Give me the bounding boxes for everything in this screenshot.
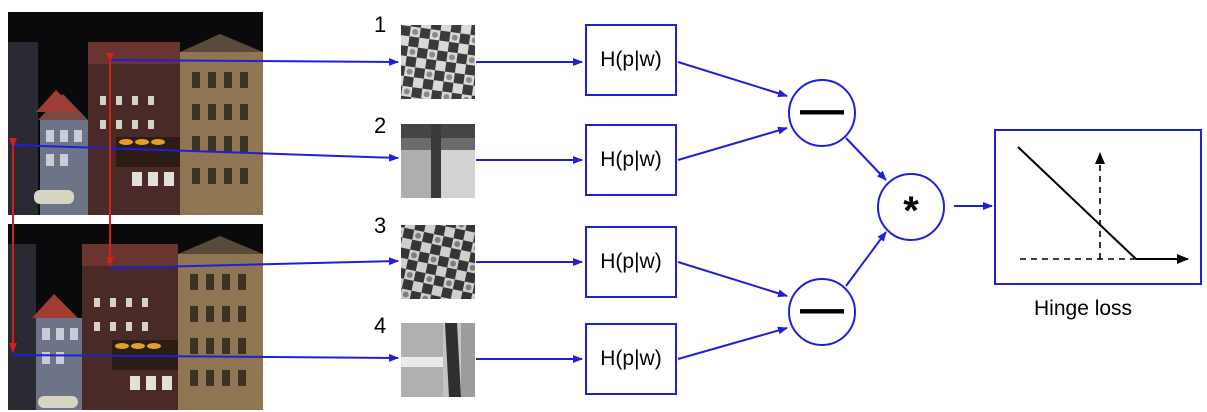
top-stereo-image: [8, 12, 263, 215]
arrow-image-to-patch-4: [11, 353, 399, 362]
difference-symbol: —: [800, 85, 844, 134]
network-box-1: H(p|w): [585, 24, 677, 96]
arrow-net-2-to-diff: [677, 126, 788, 161]
difference-node-bottom: —: [788, 278, 856, 346]
arrow-diff-top-to-product: [845, 137, 887, 181]
arrow-image-to-patch-3: [109, 257, 399, 269]
hinge-loss-graph: [1017, 146, 1189, 264]
network-box-4: H(p|w): [585, 323, 677, 395]
arrow-image-to-patch-2: [11, 144, 399, 162]
arrow-net-3-to-diff: [677, 261, 788, 298]
patch-label-2: 2: [374, 113, 387, 138]
product-node: *: [877, 173, 945, 241]
difference-node-top: —: [788, 79, 856, 147]
bottom-stereo-image: [8, 224, 263, 410]
hinge-loss-slope: [1017, 146, 1137, 260]
hinge-loss-plot: [994, 129, 1202, 285]
network-box-3: H(p|w): [585, 226, 677, 298]
difference-symbol: —: [800, 284, 844, 333]
arrow-net-1-to-diff: [677, 61, 788, 98]
arrow-diff-bottom-to-product: [845, 231, 887, 287]
hinge-loss-caption: Hinge loss: [1034, 297, 1133, 320]
arrow-image-to-patch-1: [107, 57, 399, 66]
product-symbol: *: [903, 189, 919, 233]
patch-label-4: 4: [374, 313, 387, 338]
patch-2-image: [401, 124, 475, 198]
patch-1-image: [401, 25, 475, 99]
patch-label-1: 1: [374, 12, 387, 37]
patch-4-image: [401, 323, 475, 397]
network-box-2: H(p|w): [585, 124, 677, 196]
patch-3-image: [401, 225, 475, 299]
arrow-net-4-to-diff: [677, 326, 788, 360]
patch-label-3: 3: [374, 213, 387, 238]
